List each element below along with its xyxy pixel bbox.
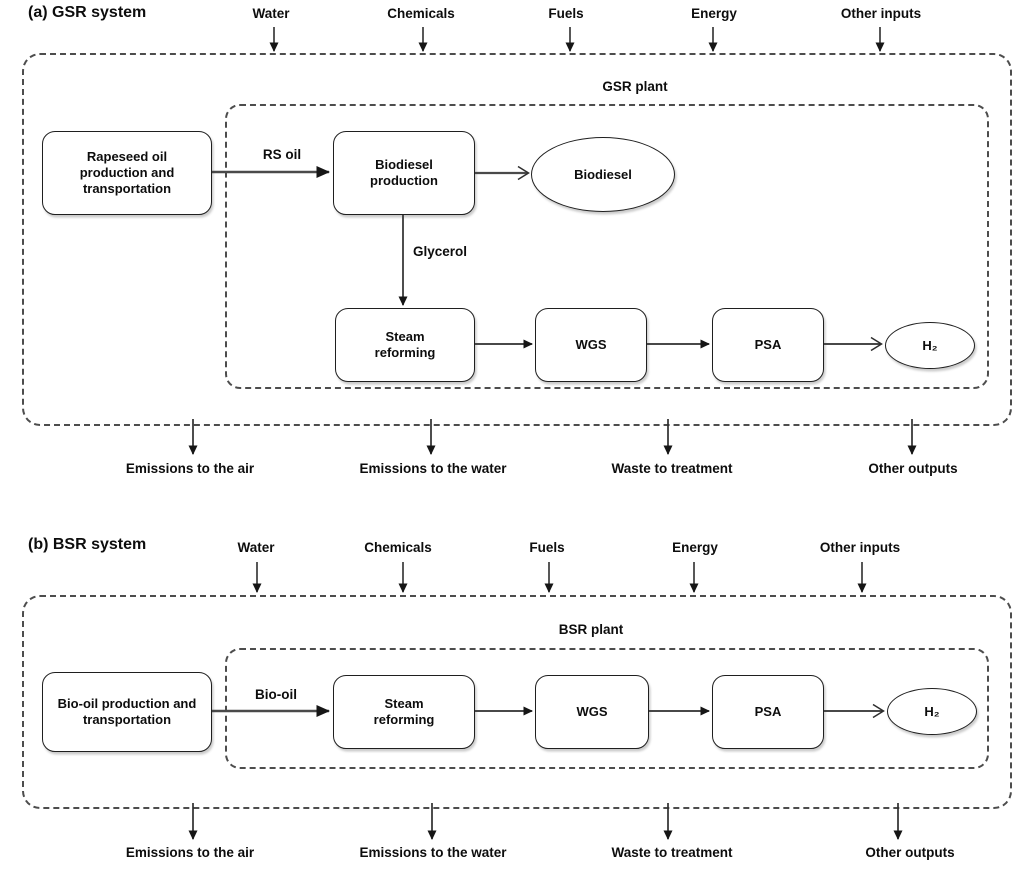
bio-oil-flow-label: Bio-oil (255, 687, 297, 702)
gsr-output-label-other-outputs: Other outputs (868, 461, 958, 476)
gsr-input-label-other-inputs: Other inputs (840, 6, 922, 21)
gsr-wgs-box: WGS (535, 308, 647, 382)
bsr-output-label-other-outputs: Other outputs (865, 845, 955, 860)
gsr-h2-ellipse: H₂ (885, 322, 975, 369)
gsr-input-arrows (269, 27, 885, 52)
biodiesel-production-label: Biodiesel production (370, 157, 438, 188)
gsr-output-label-emissions-water: Emissions to the water (359, 461, 507, 476)
gsr-steam-reforming-box: Steam reforming (335, 308, 475, 382)
gsr-input-label-water: Water (252, 6, 290, 21)
bsr-output-label-waste: Waste to treatment (611, 845, 733, 860)
bsr-input-label-fuels: Fuels (529, 540, 565, 555)
bsr-input-label-other-inputs: Other inputs (819, 540, 901, 555)
gsr-output-label-waste: Waste to treatment (611, 461, 733, 476)
bio-oil-production-box: Bio-oil production and transportation (42, 672, 212, 752)
glycerol-flow-label: Glycerol (413, 244, 468, 259)
gsr-output-label-emissions-air: Emissions to the air (125, 461, 255, 476)
bsr-psa-box: PSA (712, 675, 824, 749)
bsr-output-label-emissions-air: Emissions to the air (125, 845, 255, 860)
gsr-input-label-chemicals: Chemicals (387, 6, 455, 21)
bsr-wgs-box: WGS (535, 675, 649, 749)
bsr-plant-boundary (225, 648, 989, 769)
gsr-input-label-fuels: Fuels (548, 6, 584, 21)
bsr-wgs-label: WGS (576, 704, 608, 720)
rs-oil-flow-label: RS oil (262, 147, 302, 162)
bsr-plant-label: BSR plant (558, 622, 624, 637)
biodiesel-production-box: Biodiesel production (333, 131, 475, 215)
bsr-psa-label: PSA (754, 704, 782, 720)
bsr-system-boundary (22, 595, 1012, 809)
bsr-input-label-water: Water (237, 540, 275, 555)
bsr-input-label-chemicals: Chemicals (364, 540, 432, 555)
gsr-psa-label: PSA (754, 337, 782, 353)
gsr-plant-label: GSR plant (602, 79, 668, 94)
gsr-steam-reforming-label: Steam reforming (374, 329, 436, 360)
bsr-h2-ellipse: H₂ (887, 688, 977, 735)
bsr-output-label-emissions-water: Emissions to the water (359, 845, 507, 860)
gsr-section-title: (a) GSR system (28, 4, 147, 21)
bio-oil-production-label: Bio-oil production and transportation (57, 696, 197, 727)
bsr-h2-label: H₂ (924, 703, 940, 719)
gsr-plant-boundary (225, 104, 989, 389)
gsr-h2-label: H₂ (922, 337, 938, 353)
bsr-steam-reforming-box: Steam reforming (333, 675, 475, 749)
biodiesel-product-ellipse: Biodiesel (531, 137, 675, 212)
gsr-wgs-label: WGS (575, 337, 607, 353)
biodiesel-product-label: Biodiesel (574, 166, 632, 182)
gsr-system-boundary (22, 53, 1012, 426)
rapeseed-oil-production-label: Rapeseed oil production and transportati… (79, 149, 175, 196)
gsr-input-label-energy: Energy (691, 6, 737, 21)
gsr-psa-box: PSA (712, 308, 824, 382)
bsr-input-arrows (252, 562, 867, 593)
bsr-section-title: (b) BSR system (28, 536, 147, 553)
rapeseed-oil-production-box: Rapeseed oil production and transportati… (42, 131, 212, 215)
bsr-steam-reforming-label: Steam reforming (373, 696, 435, 727)
bsr-input-label-energy: Energy (672, 540, 718, 555)
